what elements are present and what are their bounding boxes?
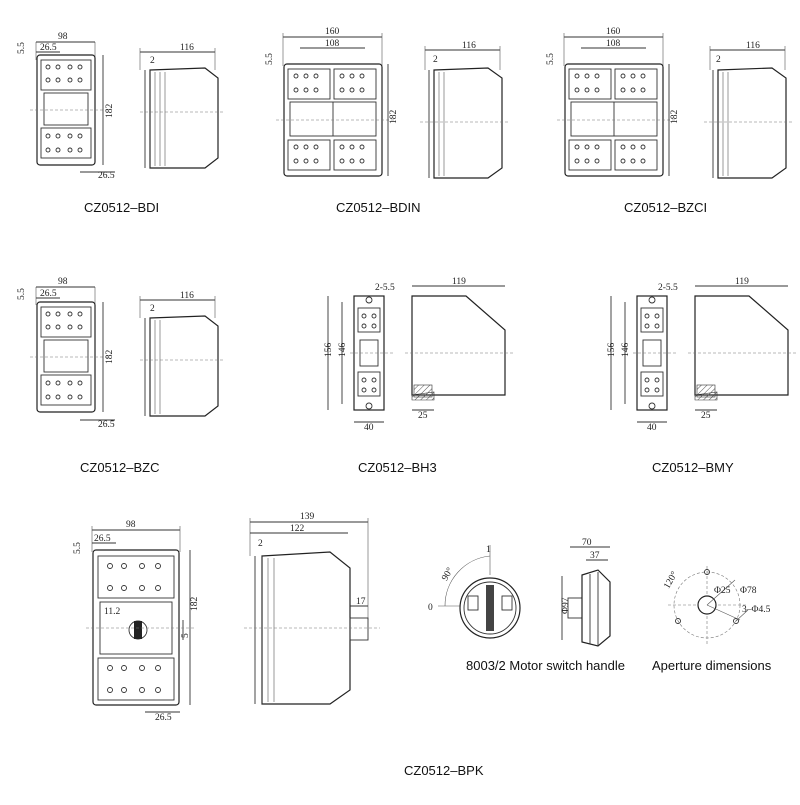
bdi-clearance: 2 [150, 56, 155, 66]
bh3-depth: 119 [452, 277, 466, 287]
bmy-inner-height: 146 [621, 343, 631, 358]
handle-side-view: 70 37 Φ97 [561, 538, 611, 647]
diagram-bzci: 160 108 5.5 182 [546, 27, 792, 215]
bmy-width: 40 [647, 423, 657, 433]
bdi-depth: 116 [180, 43, 194, 53]
handle-depth: 70 [582, 538, 592, 548]
handle-angle: 90° [440, 566, 456, 583]
bzc-front-view: 98 26.5 5.5 182 26.5 [17, 277, 115, 430]
bmy-top-dim: 2-5.5 [658, 283, 678, 293]
bh3-side-view: 119 25 [405, 277, 515, 421]
bzci-top-gap: 5.5 [546, 53, 556, 65]
bzc-offset: 26.5 [40, 289, 57, 299]
aperture-holes: 3–Φ4.5 [742, 605, 771, 615]
handle-position-zero: 0 [428, 603, 433, 613]
bzc-clearance: 2 [150, 304, 155, 314]
bpk-height: 182 [190, 597, 200, 612]
bzc-width: 98 [58, 277, 68, 287]
handle-caption: 8003/2 Motor switch handle [466, 658, 625, 673]
bdi-caption: CZ0512–BDI [84, 200, 159, 215]
bmy-depth: 119 [735, 277, 749, 287]
bpk-top-gap: 5.5 [73, 542, 83, 554]
bpk-width: 98 [126, 520, 136, 530]
motor-switch-handle: 1 0 90° 70 37 Φ97 8003/2 Motor switch ha… [428, 538, 625, 673]
bdin-side-view: 116 2 [420, 41, 510, 179]
aperture-outer-diameter: Φ78 [740, 586, 757, 596]
handle-position-one: 1 [486, 545, 491, 555]
bzc-height: 182 [105, 350, 115, 365]
bpk-knob-depth: 17 [356, 597, 366, 607]
bdi-front-view: 98 26.5 5.5 182 26.5 [17, 32, 115, 181]
bdin-depth: 116 [462, 41, 476, 51]
bzc-caption: CZ0512–BZC [80, 460, 159, 475]
bmy-side-view: 119 25 [688, 277, 796, 421]
aperture-caption: Aperture dimensions [652, 658, 772, 673]
bdi-top-gap: 5.5 [17, 42, 27, 54]
bdin-height: 182 [389, 110, 399, 125]
bdin-width: 160 [325, 27, 340, 37]
bzci-depth: 116 [746, 41, 760, 51]
bpk-offset: 26.5 [94, 534, 111, 544]
bdin-caption: CZ0512–BDIN [336, 200, 421, 215]
bmy-height: 156 [607, 343, 617, 358]
bmy-foot: 25 [701, 411, 711, 421]
bpk-front-view: 98 26.5 5.5 11.2 5 182 [73, 520, 200, 723]
bzci-side-view: 116 2 [704, 41, 792, 179]
bmy-caption: CZ0512–BMY [652, 460, 734, 475]
bzc-depth: 116 [180, 291, 194, 301]
aperture-dimensions: Φ25 Φ78 3–Φ4.5 120° Aperture dimensions [652, 566, 772, 673]
bh3-top-dim: 2-5.5 [375, 283, 395, 293]
bzci-front-view: 160 108 5.5 182 [546, 27, 680, 177]
bzci-clearance: 2 [716, 55, 721, 65]
bzc-bottom-offset: 26.5 [98, 420, 115, 430]
diagram-bzc: 98 26.5 5.5 182 26.5 [17, 277, 225, 475]
bzci-height: 182 [670, 110, 680, 125]
bdi-offset: 26.5 [40, 43, 57, 53]
bdin-front-view: 160 108 5.5 182 [265, 27, 399, 177]
bh3-foot: 25 [418, 411, 428, 421]
bzci-width: 160 [606, 27, 621, 37]
handle-depth-2: 37 [590, 551, 600, 561]
bpk-caption: CZ0512–BPK [404, 763, 484, 778]
handle-diameter: Φ97 [561, 597, 571, 614]
bzc-top-gap: 5.5 [17, 288, 27, 300]
bdi-height: 182 [105, 104, 115, 119]
bdin-inner-width: 108 [325, 39, 340, 49]
diagram-bh3: 2-5.5 156 146 40 119 25 C [324, 277, 515, 475]
bdi-bottom-offset: 26.5 [98, 171, 115, 181]
diagram-bmy: 2-5.5 156 146 40 119 25 C [607, 277, 796, 475]
bzc-side-view: 116 2 [139, 291, 225, 417]
bpk-inner-depth: 122 [290, 524, 305, 534]
bh3-front-view: 2-5.5 156 146 40 [324, 283, 395, 433]
bpk-knob-gap: 5 [181, 633, 191, 638]
bdin-top-gap: 5.5 [265, 53, 275, 65]
bpk-bottom-offset: 26.5 [155, 713, 172, 723]
bpk-clearance: 2 [258, 539, 263, 549]
aperture-inner-diameter: Φ25 [714, 586, 731, 596]
bdi-side-view: 116 2 [139, 43, 225, 169]
bh3-height: 156 [324, 343, 334, 358]
bmy-front-view: 2-5.5 156 146 40 [607, 283, 678, 433]
handle-front-view: 1 0 90° [428, 545, 521, 639]
aperture-angle: 120° [662, 569, 681, 590]
bzci-inner-width: 108 [606, 39, 621, 49]
bh3-width: 40 [364, 423, 374, 433]
bpk-depth: 139 [300, 512, 315, 522]
bpk-side-view: 139 122 2 17 [244, 512, 380, 705]
bdin-clearance: 2 [433, 55, 438, 65]
bdi-width: 98 [58, 32, 68, 42]
bh3-caption: CZ0512–BH3 [358, 460, 437, 475]
diagram-bdin: 160 108 5.5 182 [265, 27, 510, 215]
diagram-bdi: 98 26.5 5.5 182 26.5 [17, 32, 225, 215]
diagram-bpk: 98 26.5 5.5 11.2 5 182 [73, 512, 484, 778]
bpk-knob-offset: 11.2 [104, 607, 121, 617]
bh3-inner-height: 146 [338, 343, 348, 358]
bzci-caption: CZ0512–BZCI [624, 200, 707, 215]
